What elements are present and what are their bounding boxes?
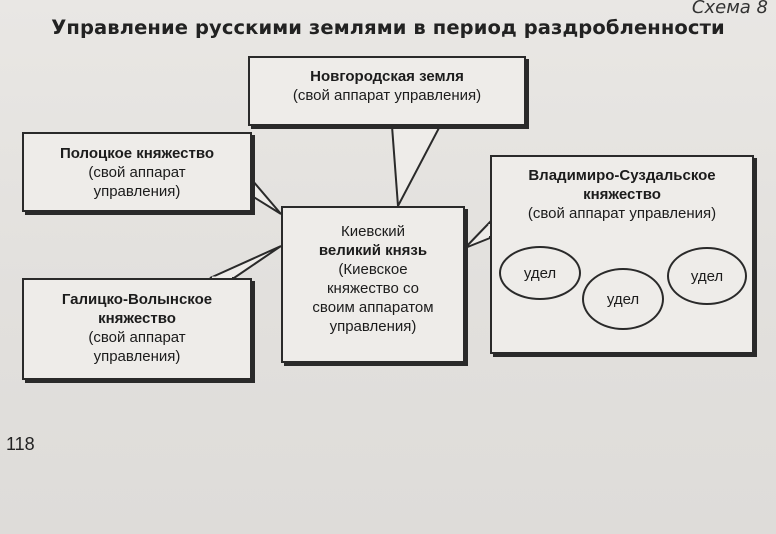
connector-polotsk (251, 177, 282, 215)
appanage-ellipse: удел (667, 247, 747, 305)
appanage-ellipse: удел (582, 268, 664, 330)
kiev-grand-prince-box: Киевский великий князь (Киевское княжест… (281, 206, 465, 363)
vladimir-name-line-2: княжество (583, 186, 661, 203)
kiev-name-line-1: Киевский (340, 223, 406, 240)
kiev-sub-line-1: (Киевское (338, 261, 408, 278)
kiev-sub-line-2: княжество со (326, 280, 420, 297)
appanage-label: удел (523, 264, 557, 282)
page-number: 118 (6, 434, 35, 454)
connector-galich (209, 245, 282, 279)
appanage-ellipse: удел (499, 246, 581, 300)
kiev-name-line-2: великий князь (318, 242, 428, 259)
galich-name-line-2: княжество (98, 310, 176, 327)
polotsk-name: Полоцкое княжество (59, 145, 215, 162)
polotsk-sub-line-2: управления) (93, 183, 181, 200)
schema-label: Схема 8 (691, 0, 768, 18)
kiev-sub-line-4: управления) (329, 318, 417, 335)
novgorod-land-box: Новгородская земля (свой аппарат управле… (248, 56, 526, 126)
vladimir-name-line-1: Владимиро-Суздальское (528, 167, 716, 184)
novgorod-name: Новгородская земля (310, 68, 464, 85)
galich-name-line-1: Галицко-Волынское (61, 291, 213, 308)
appanage-label: удел (606, 290, 640, 308)
vladimir-sub: (свой аппарат управления) (527, 205, 717, 222)
galich-sub-line-2: управления) (93, 348, 181, 365)
polotsk-principality-box: Полоцкое княжество (свой аппарат управле… (22, 132, 252, 212)
polotsk-sub-line-1: (свой аппарат (88, 164, 186, 181)
diagram-title: Управление русскими землями в период раз… (51, 16, 725, 39)
connector-vladimir (464, 219, 491, 249)
galich-sub-line-1: (свой аппарат (88, 329, 186, 346)
connector-novgorod (390, 125, 442, 210)
kiev-sub-line-3: своим аппаратом (312, 299, 434, 316)
galicia-volhynia-box: Галицко-Волынское княжество (свой аппара… (22, 278, 252, 380)
novgorod-sub: (свой аппарат управления) (292, 87, 482, 104)
appanage-label: удел (690, 267, 724, 285)
